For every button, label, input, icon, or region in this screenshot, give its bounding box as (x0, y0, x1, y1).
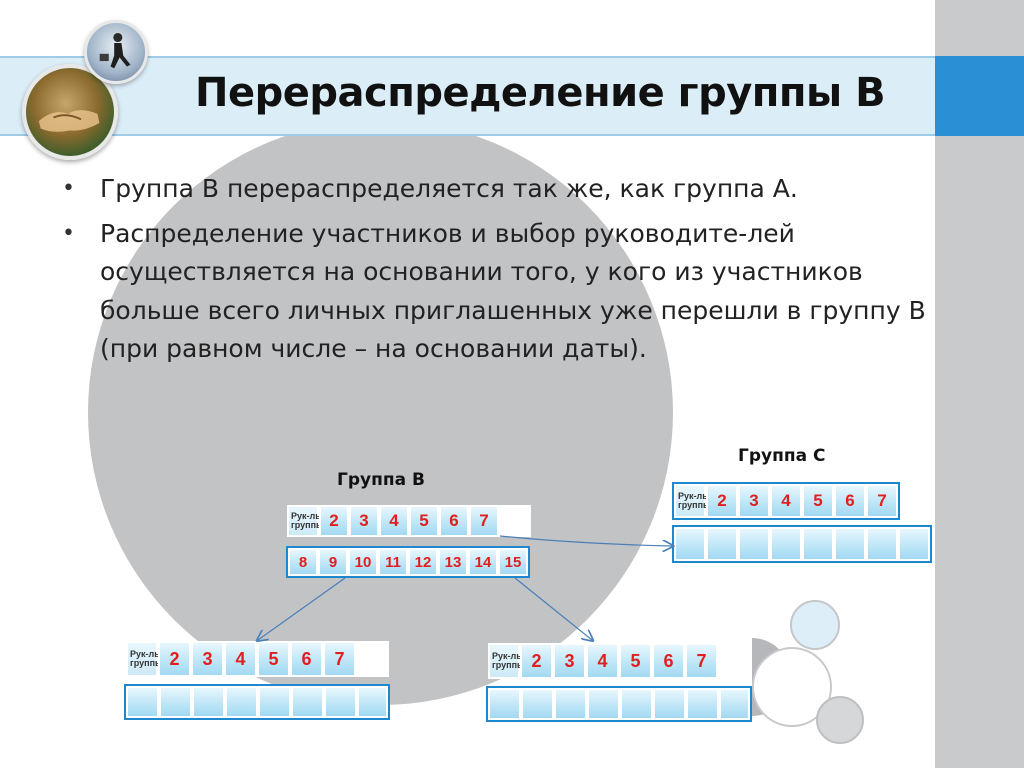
mid-subgroup-empty-row (486, 686, 752, 722)
empty-cell (291, 686, 324, 718)
empty-cell (357, 686, 388, 718)
member-cell: 4 (379, 505, 409, 537)
empty-cell (258, 686, 291, 718)
member-cell: 3 (349, 505, 379, 537)
group-b-members-row: 8 9 10 11 12 13 14 15 (286, 546, 530, 578)
member-cell: 5 (802, 484, 834, 518)
member-cell: 14 (468, 548, 498, 576)
empty-cell (770, 527, 802, 561)
group-c-leader-row: Рук-ль группы 2 3 4 5 6 7 (672, 482, 900, 520)
member-cell: 10 (348, 548, 378, 576)
member-cell: 2 (706, 484, 738, 518)
empty-cell (521, 688, 554, 720)
leader-cell: Рук-ль группы (126, 641, 163, 677)
bullet-list: •Группа В перераспределяется так же, как… (62, 170, 932, 375)
empty-cell (866, 527, 898, 561)
bullet-dot-icon: • (62, 220, 75, 246)
title-band (0, 56, 935, 136)
left-subgroup-empty-row (124, 684, 390, 720)
leader-cell: Рук-ль группы (488, 643, 525, 679)
bullet-dot-icon: • (62, 176, 75, 201)
empty-cell (324, 686, 357, 718)
empty-cell (706, 527, 738, 561)
member-cell: 3 (738, 484, 770, 518)
empty-cell (674, 527, 706, 561)
right-accent-block (935, 56, 1024, 136)
empty-cell (126, 686, 159, 718)
leader-cell: Рук-ль группы (674, 484, 711, 518)
member-cell: 6 (439, 505, 469, 537)
empty-cell (834, 527, 866, 561)
member-cell: 7 (866, 484, 898, 518)
decor-bubble (790, 600, 840, 650)
member-cell: 6 (290, 641, 323, 677)
member-cell: 4 (770, 484, 802, 518)
empty-cell (653, 688, 686, 720)
bullet-item: •Группа В перераспределяется так же, как… (62, 170, 932, 209)
member-cell: 4 (586, 643, 619, 679)
member-cell: 4 (224, 641, 257, 677)
member-cell: 12 (408, 548, 438, 576)
group-b-leader-row: Рук-ль группы 2 3 4 5 6 7 (287, 505, 531, 537)
bullet-item: •Распределение участников и выбор руково… (62, 215, 932, 369)
mid-subgroup-leader-row: Рук-ль группы 2 3 4 5 6 7 (488, 643, 751, 679)
empty-cell (686, 688, 719, 720)
member-cell: 7 (469, 505, 499, 537)
empty-cell (738, 527, 770, 561)
member-cell: 6 (834, 484, 866, 518)
empty-cell (159, 686, 192, 718)
member-cell: 13 (438, 548, 468, 576)
empty-cell (802, 527, 834, 561)
member-cell: 8 (288, 548, 318, 576)
member-cell: 2 (158, 641, 191, 677)
empty-cell (898, 527, 930, 561)
member-cell: 9 (318, 548, 348, 576)
member-cell: 5 (619, 643, 652, 679)
slide-title: Перераспределение группы В (195, 70, 886, 116)
group-b-label: Группа В (337, 470, 425, 490)
empty-cell (719, 688, 750, 720)
decor-bubble (752, 647, 832, 727)
group-c-empty-row (672, 525, 932, 563)
leader-cell: Рук-ль группы (287, 505, 324, 537)
empty-cell (587, 688, 620, 720)
member-cell: 3 (553, 643, 586, 679)
decor-bubble (816, 696, 864, 744)
businessman-running-icon (84, 20, 148, 84)
member-cell: 7 (323, 641, 356, 677)
empty-cell (192, 686, 225, 718)
member-cell: 2 (319, 505, 349, 537)
member-cell: 7 (685, 643, 718, 679)
member-cell: 5 (409, 505, 439, 537)
empty-cell (225, 686, 258, 718)
member-cell: 3 (191, 641, 224, 677)
member-cell: 2 (520, 643, 553, 679)
left-subgroup-leader-row: Рук-ль группы 2 3 4 5 6 7 (126, 641, 389, 677)
empty-cell (620, 688, 653, 720)
empty-cell (488, 688, 521, 720)
group-c-label: Группа С (738, 446, 826, 466)
empty-cell (554, 688, 587, 720)
member-cell: 5 (257, 641, 290, 677)
member-cell: 6 (652, 643, 685, 679)
member-cell: 15 (498, 548, 528, 576)
member-cell: 11 (378, 548, 408, 576)
